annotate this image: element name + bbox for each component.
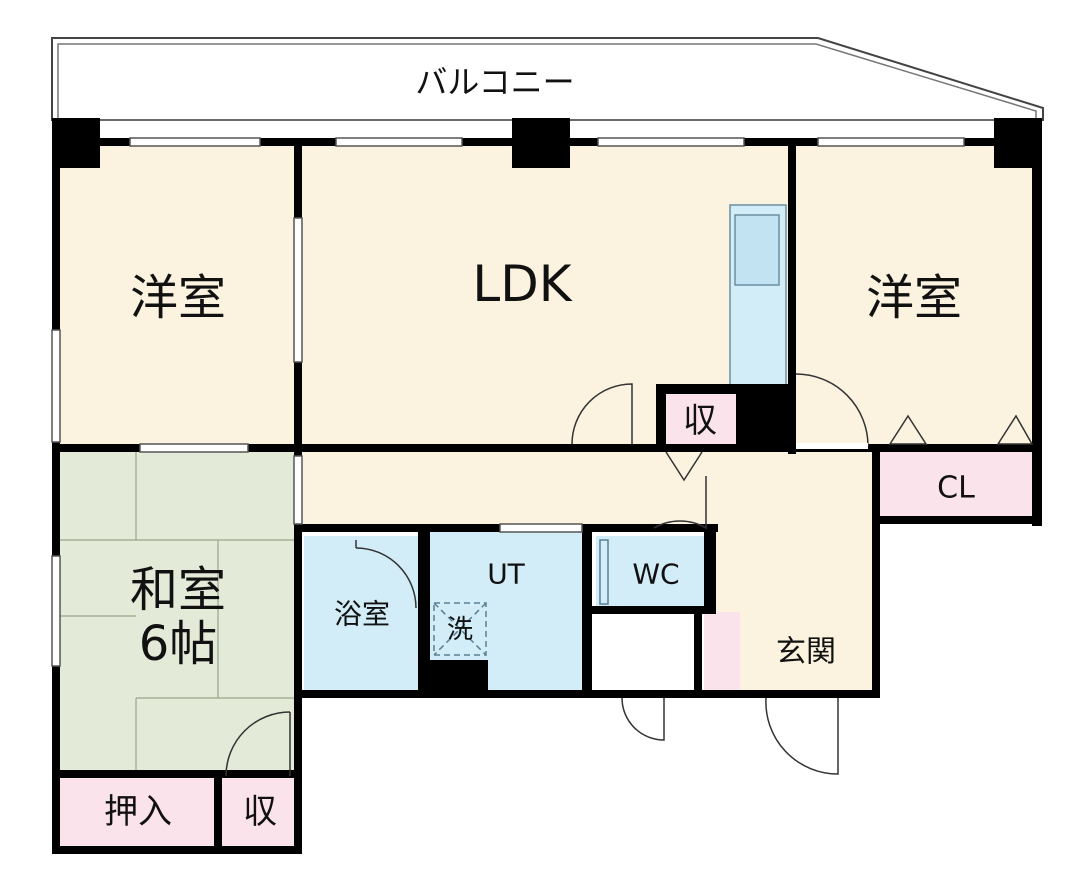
western-room-left-label: 洋室 (130, 270, 226, 326)
utility-label: UT (487, 558, 525, 591)
ldk-label: LDK (472, 255, 572, 313)
tatami-lines (58, 452, 298, 774)
storage-bottom-label: 収 (243, 792, 277, 832)
windows (51, 137, 965, 667)
japanese-room-size-label: 6帖 (139, 616, 218, 672)
washer-label: 洗 (447, 615, 473, 645)
storage-center-label: 収 (683, 401, 717, 441)
closet-label: CL (937, 471, 975, 506)
western-room-right-floor (796, 144, 1036, 448)
entrance-floor (740, 612, 874, 690)
doors (225, 373, 1034, 777)
toilet-floor (596, 536, 704, 608)
shoe-storage-floor (704, 612, 740, 690)
oshiire-floor (58, 778, 216, 846)
western-room-right-label: 洋室 (866, 270, 962, 326)
kitchen-sink (734, 214, 780, 286)
storage-bottom-floor (222, 778, 298, 846)
entrance-label: 玄関 (776, 635, 836, 670)
storage-center-floor (664, 392, 736, 448)
bathroom-label: 浴室 (334, 598, 390, 631)
balcony (51, 37, 1044, 121)
oshiire-label: 押入 (104, 792, 172, 832)
entrance-upper-floor (714, 524, 874, 616)
balcony-label: バルコニー (415, 63, 574, 101)
hallway-floor (302, 452, 874, 528)
western-room-left-floor (58, 144, 298, 448)
closet-floor (880, 452, 1032, 518)
bathroom-floor (304, 536, 420, 690)
toilet-label: WC (632, 558, 679, 591)
japanese-room-label: 和室 (130, 562, 226, 618)
columns (52, 118, 1042, 696)
